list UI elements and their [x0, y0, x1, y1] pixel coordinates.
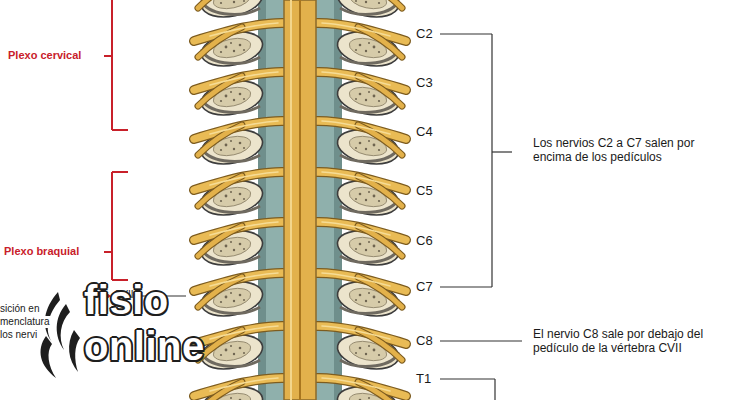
note-text: El nervio C8 sale por debajo del pedícul…: [533, 327, 738, 356]
vertebra-level: C3: [416, 75, 433, 91]
watermark: fisio: [84, 280, 169, 320]
vertebra-level: C5: [416, 183, 433, 199]
cut-note: menclatura: [0, 316, 51, 328]
cut-note: los nervi: [0, 329, 39, 341]
vertebra-level: C7: [416, 279, 433, 295]
vertebra-level: C4: [416, 124, 433, 140]
vertebra-level: C8: [416, 333, 433, 349]
watermark: online: [84, 326, 205, 366]
vertebra-level: T1: [416, 371, 431, 387]
plexus-label: Plexo braquial: [4, 245, 79, 258]
note-text: Los nervios C2 a C7 salen por encima de …: [533, 136, 733, 165]
vertebra-level: C6: [416, 233, 433, 249]
cut-note: sición en: [0, 303, 41, 315]
vertebra-level: C2: [416, 26, 433, 42]
plexus-label: Plexo cervical: [8, 49, 81, 62]
